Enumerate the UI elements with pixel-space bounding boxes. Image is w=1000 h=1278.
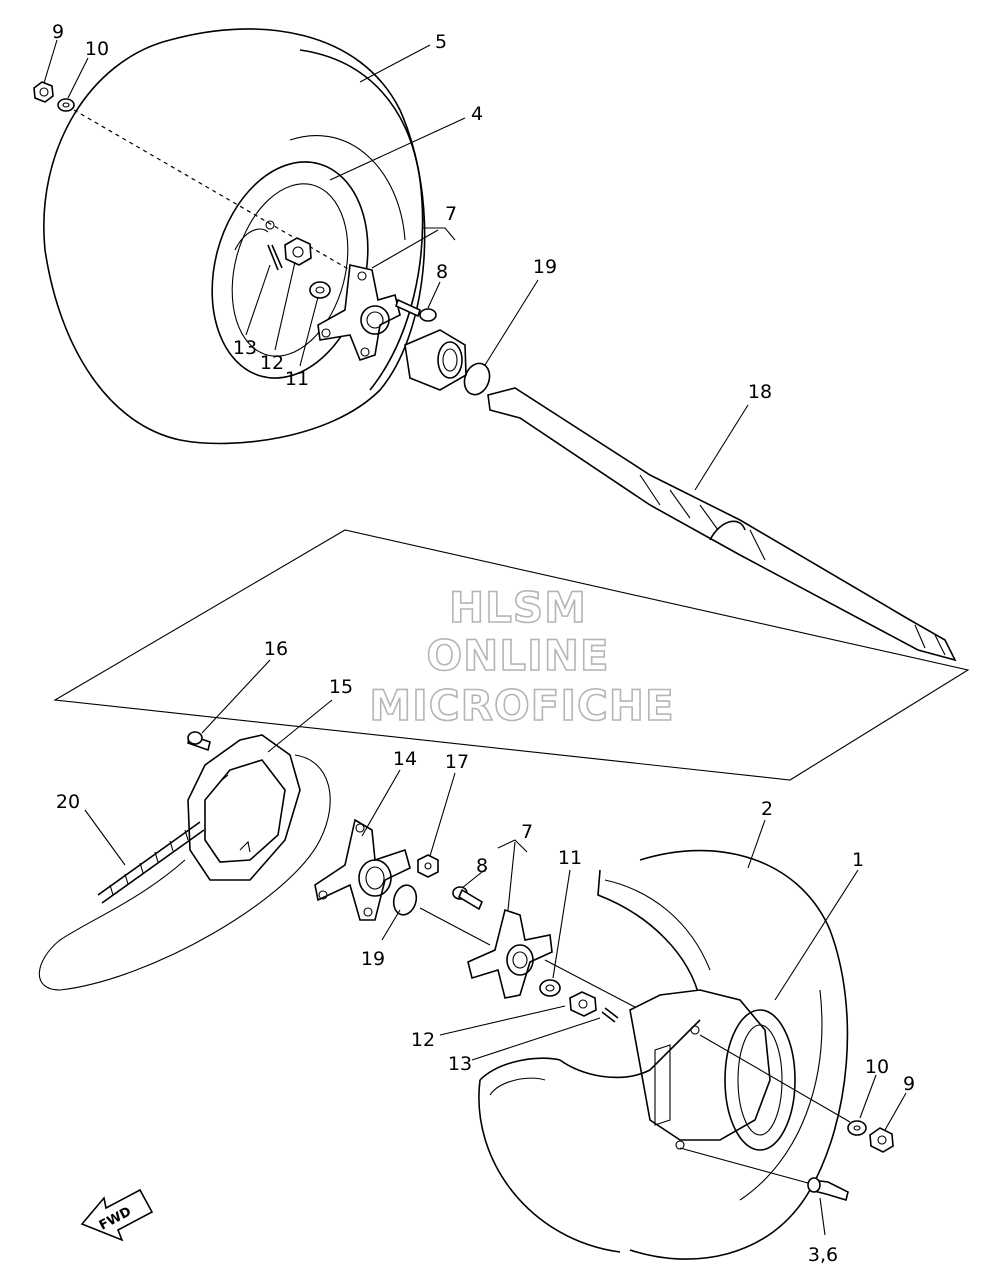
axle-18	[487, 387, 957, 662]
callout-12-top: 12	[260, 352, 284, 374]
washer-11-bottom	[539, 979, 561, 997]
nut-9-top	[33, 81, 54, 103]
nut-17	[417, 854, 439, 878]
callout-5: 5	[435, 31, 447, 53]
callout-16: 16	[264, 638, 288, 660]
washer-11-top	[309, 281, 331, 299]
callout-3-6: 3,6	[808, 1244, 838, 1266]
washer-10-bottom	[847, 1120, 867, 1136]
leader-lines	[43, 39, 907, 1236]
callout-8-top: 8	[436, 261, 448, 283]
callout-7-bottom: 7	[521, 821, 533, 843]
fwd-label: FWD	[97, 1204, 134, 1233]
callout-4: 4	[471, 103, 483, 125]
hub-7-bottom	[467, 908, 553, 999]
tire-2	[478, 849, 849, 1260]
castle-nut-12-top	[284, 237, 312, 266]
sprocket-15	[187, 734, 301, 881]
callout-19-bottom: 19	[361, 948, 385, 970]
watermark-line-2: ONLINE	[426, 631, 609, 680]
watermark: HLSM ONLINE MICROFICHE	[369, 582, 675, 731]
wheel-1	[559, 989, 796, 1151]
callout-11-top: 11	[285, 368, 309, 390]
cotter-pin-13-top	[267, 244, 283, 271]
o-ring-19-top	[463, 362, 491, 396]
callout-17: 17	[445, 751, 469, 773]
callout-12-bottom: 12	[411, 1029, 435, 1051]
hub-7-top	[317, 264, 401, 361]
callout-14: 14	[393, 748, 417, 770]
watermark-line-1: HLSM	[449, 583, 587, 632]
hub-14	[314, 818, 411, 921]
bolt-16	[187, 731, 211, 752]
castle-nut-12-bottom	[569, 991, 597, 1017]
chain-cover	[38, 754, 331, 991]
callout-19-top: 19	[533, 256, 557, 278]
callout-13-bottom: 13	[448, 1053, 472, 1075]
callout-2: 2	[761, 798, 773, 820]
o-ring-19-bottom	[392, 884, 418, 916]
callout-18: 18	[748, 381, 772, 403]
callout-13-top: 13	[233, 337, 257, 359]
bolt-8-bottom	[452, 886, 484, 911]
nut-9-bottom	[869, 1127, 894, 1153]
callout-9-bottom: 9	[903, 1073, 915, 1095]
fwd-direction-arrow: FWD	[80, 1188, 154, 1242]
cotter-pin-13-bottom	[601, 1007, 619, 1023]
callout-8-bottom: 8	[476, 855, 488, 877]
callout-20: 20	[56, 791, 80, 813]
callout-1: 1	[852, 849, 864, 871]
callout-9-top: 9	[52, 21, 64, 43]
valve-3-6	[807, 1177, 849, 1202]
chain-20	[97, 821, 205, 904]
washer-10-top	[57, 98, 75, 112]
callout-10-top: 10	[85, 38, 109, 60]
callout-10-bottom: 10	[865, 1056, 889, 1078]
tire-5	[43, 28, 426, 445]
callout-11-bottom: 11	[558, 847, 582, 869]
callout-15: 15	[329, 676, 353, 698]
hub-flange-top	[404, 329, 467, 391]
callout-labels: 9 10 5 4 7 8 19 13 12 11 18 16 15 20 14 …	[52, 21, 915, 1266]
watermark-line-3: MICROFICHE	[369, 681, 674, 730]
callout-7-top: 7	[445, 203, 457, 225]
bolt-8-top	[395, 298, 437, 322]
